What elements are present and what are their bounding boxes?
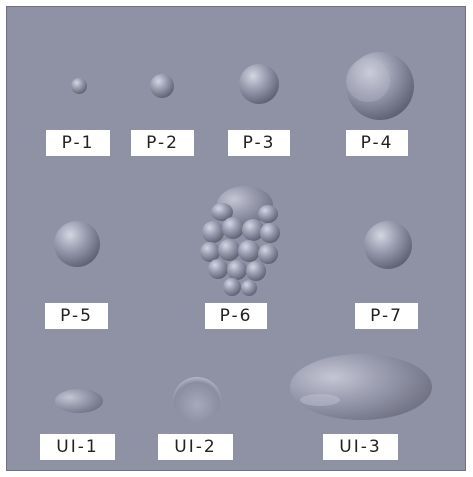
p3-sphere: [239, 64, 279, 104]
ui2-dish: [173, 377, 221, 423]
p2-sphere: [150, 74, 174, 98]
p6-cluster: [200, 186, 280, 296]
label-p4: P-4: [346, 130, 408, 156]
label-ui2: UI-2: [158, 434, 233, 460]
label-ui3: UI-3: [323, 434, 398, 460]
p1-sphere: [71, 78, 87, 94]
label-p6: P-6: [205, 303, 267, 329]
label-ui1: UI-1: [40, 434, 115, 460]
ui3-disc: [290, 354, 432, 420]
label-p5: P-5: [45, 303, 108, 329]
p5-sphere: [54, 221, 100, 267]
label-p7: P-7: [355, 303, 418, 329]
label-p2: P-2: [131, 130, 194, 156]
ui1-disc: [55, 389, 103, 413]
label-p3: P-3: [228, 130, 290, 156]
p4-sphere: [346, 52, 414, 120]
label-p1: P-1: [46, 130, 110, 156]
p7-sphere: [364, 221, 412, 269]
